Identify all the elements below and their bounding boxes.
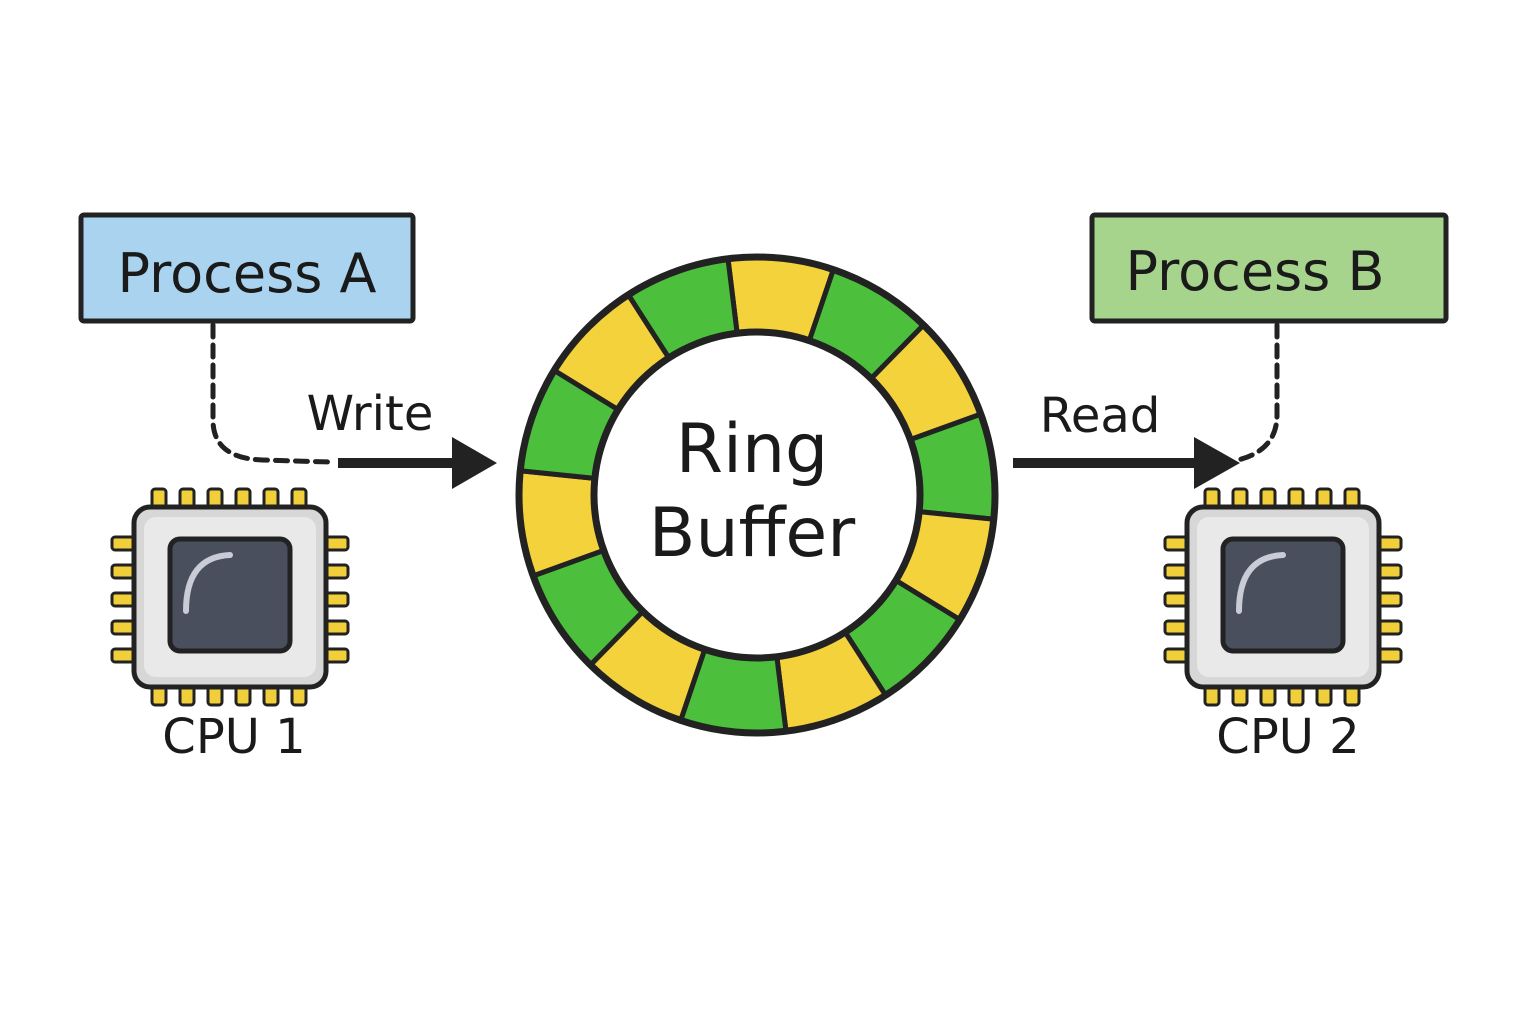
cpu-2-label: CPU 2 bbox=[1216, 709, 1359, 765]
process-a-rect bbox=[78, 212, 416, 324]
process-b-label: Process B bbox=[1125, 240, 1384, 303]
ring-outer-border bbox=[515, 253, 999, 737]
write-arrowhead bbox=[452, 437, 497, 489]
cpu-1-label: CPU 1 bbox=[162, 709, 305, 765]
cpu-chip-icon bbox=[112, 489, 348, 705]
ring-inner-border bbox=[590, 328, 924, 662]
read-label: Read bbox=[1040, 388, 1161, 444]
read-arrowhead bbox=[1194, 437, 1240, 489]
ring-title-line2: Buffer bbox=[649, 494, 855, 573]
process-b-rect bbox=[1089, 212, 1449, 324]
ring-title-line1: Ring bbox=[676, 410, 828, 489]
process-a-box: Process A bbox=[78, 212, 416, 324]
cpu-chip-icon bbox=[1165, 489, 1401, 705]
ring-buffer: Ring Buffer bbox=[515, 253, 999, 737]
process-a-dashed-connector bbox=[210, 322, 333, 465]
cpu-2: CPU 2 bbox=[1165, 489, 1401, 765]
write-arrow bbox=[338, 437, 497, 489]
cpu-1: CPU 1 bbox=[112, 489, 348, 765]
process-b-dashed-connector bbox=[1235, 322, 1280, 463]
process-a-label: Process A bbox=[118, 242, 377, 305]
write-label: Write bbox=[307, 386, 434, 442]
process-b-box: Process B bbox=[1089, 212, 1449, 324]
read-arrow bbox=[1013, 437, 1240, 489]
